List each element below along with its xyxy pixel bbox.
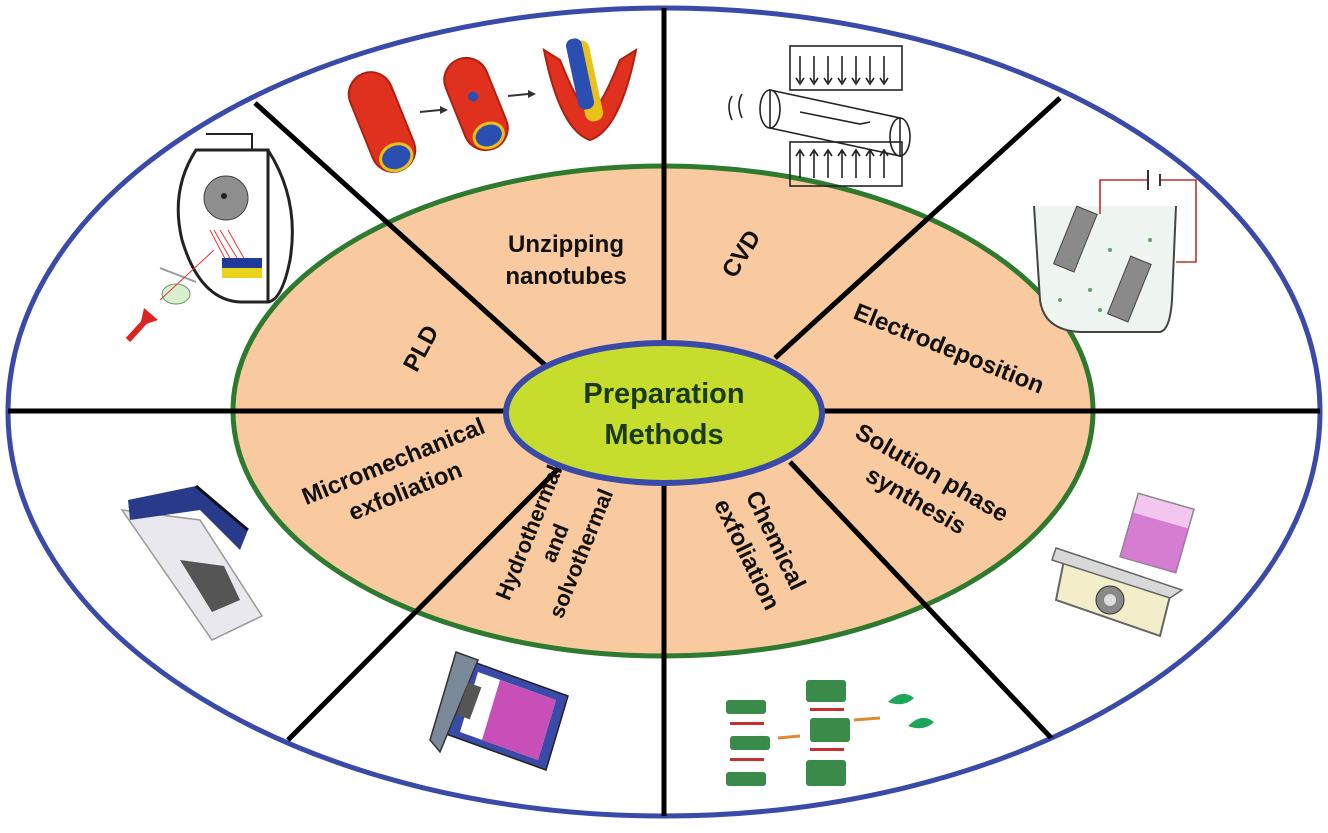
electrodeposition-cell-icon xyxy=(1033,170,1197,333)
center-title-line1: Preparation xyxy=(583,378,744,410)
label-unzipping: Unzipping nanotubes xyxy=(505,231,626,290)
scotch-tape-icon xyxy=(120,484,264,641)
spoke-bottom-right xyxy=(788,460,1057,744)
hotplate-beaker-icon xyxy=(1051,492,1195,638)
pld-chamber-icon xyxy=(125,133,294,343)
svg-text:nanotubes: nanotubes xyxy=(505,263,626,290)
spoke-bottom-left xyxy=(286,463,564,742)
spoke-top-right xyxy=(773,96,1062,360)
chemical-exfoliation-icon xyxy=(726,680,934,786)
cvd-furnace-icon xyxy=(728,45,911,187)
spoke-top-left xyxy=(253,101,547,367)
svg-text:Unzipping: Unzipping xyxy=(508,231,624,258)
center-hub xyxy=(503,340,825,486)
nanotube-unzipping-icon xyxy=(347,38,638,173)
center-title-line2: Methods xyxy=(604,419,723,451)
autoclave-icon xyxy=(429,651,569,771)
